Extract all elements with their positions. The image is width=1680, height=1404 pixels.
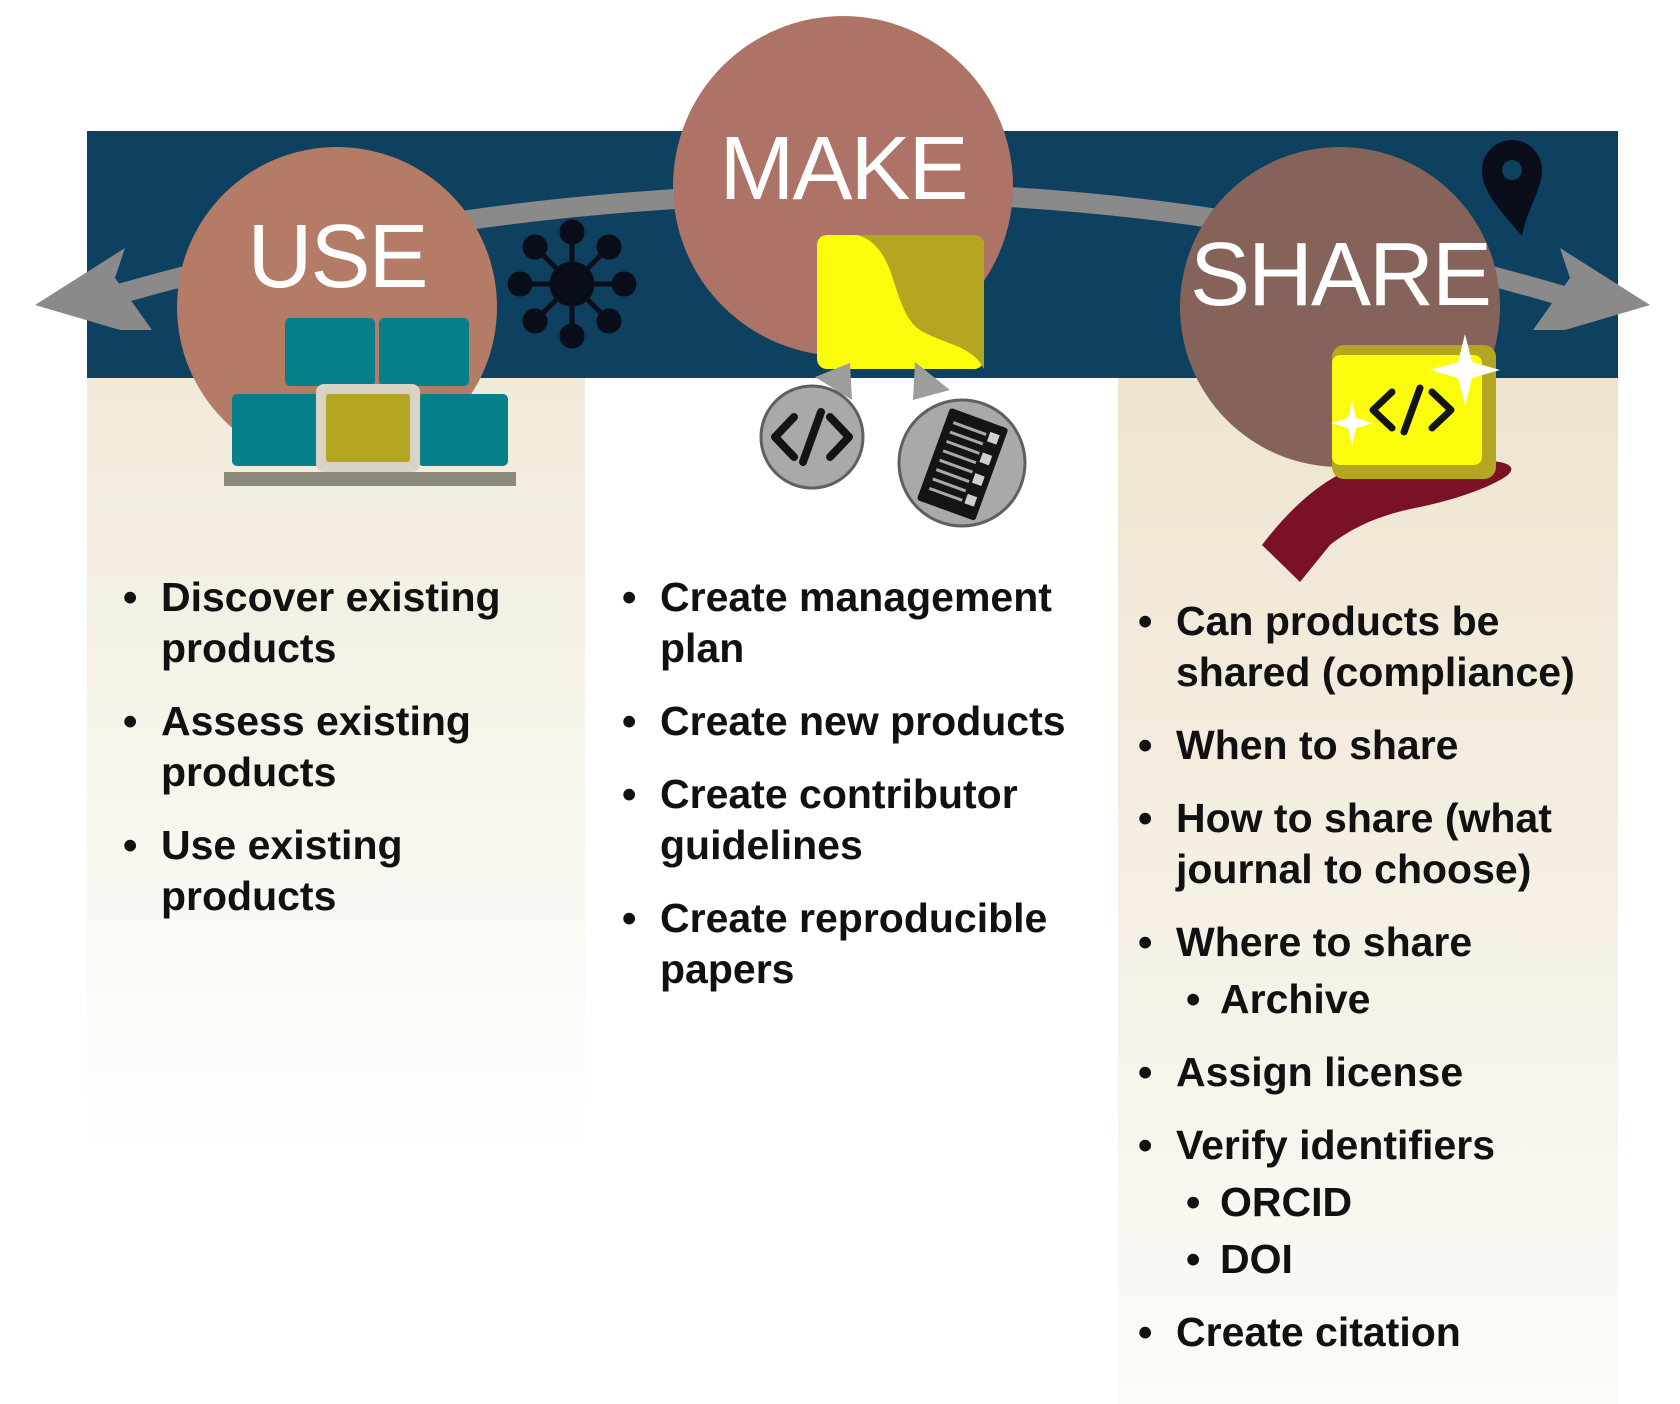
location-pin-icon <box>1482 140 1542 236</box>
make-list: Create management plan Create new produc… <box>622 572 1097 1017</box>
list-item-text: Verify identifiers <box>1176 1122 1496 1168</box>
list-item-text: When to share <box>1176 722 1459 768</box>
network-hub-icon <box>507 219 637 349</box>
list-item: Where to share Archive <box>1138 917 1628 1025</box>
use-title: USE <box>247 207 428 307</box>
sub-list-item: ORCID <box>1186 1177 1628 1228</box>
folded-document-icon <box>817 235 984 369</box>
make-pointer-arrows <box>815 362 950 400</box>
list-item: Create citation <box>1138 1307 1628 1358</box>
list-item: Create contributor guidelines <box>622 769 1097 871</box>
list-item: How to share (what journal to choose) <box>1138 793 1628 895</box>
list-item: Can products be shared (compliance) <box>1138 596 1628 698</box>
list-item-text: Assign license <box>1176 1049 1464 1095</box>
list-item: Create management plan <box>622 572 1097 674</box>
list-item: Create reproducible papers <box>622 893 1097 995</box>
list-item: Assign license <box>1138 1047 1628 1098</box>
sub-list: Archive <box>1176 974 1628 1025</box>
sub-list-item: Archive <box>1186 974 1628 1025</box>
list-item: Use existing products <box>123 820 553 922</box>
list-item: Discover existing products <box>123 572 553 674</box>
stacked-blocks-icon <box>224 318 516 486</box>
list-item-text: Create citation <box>1176 1309 1461 1355</box>
share-code-card <box>1332 345 1496 479</box>
list-item: Verify identifiers ORCID DOI <box>1138 1120 1628 1285</box>
share-list: Can products be shared (compliance) When… <box>1138 596 1628 1380</box>
list-item: Assess existing products <box>123 696 553 798</box>
make-title: MAKE <box>719 119 968 219</box>
list-item-text: How to share (what journal to choose) <box>1176 795 1552 892</box>
list-item: Create new products <box>622 696 1097 747</box>
sub-list: ORCID DOI <box>1176 1177 1628 1285</box>
list-item: When to share <box>1138 720 1628 771</box>
sparkle-icon <box>1331 334 1500 446</box>
sub-list-item: DOI <box>1186 1234 1628 1285</box>
use-list: Discover existing products Assess existi… <box>123 572 553 944</box>
share-title: SHARE <box>1189 225 1492 325</box>
code-brackets-icon <box>759 384 865 490</box>
checklist-document-icon <box>897 398 1027 528</box>
list-item-text: Can products be shared (compliance) <box>1176 598 1575 695</box>
list-item-text: Where to share <box>1176 919 1473 965</box>
